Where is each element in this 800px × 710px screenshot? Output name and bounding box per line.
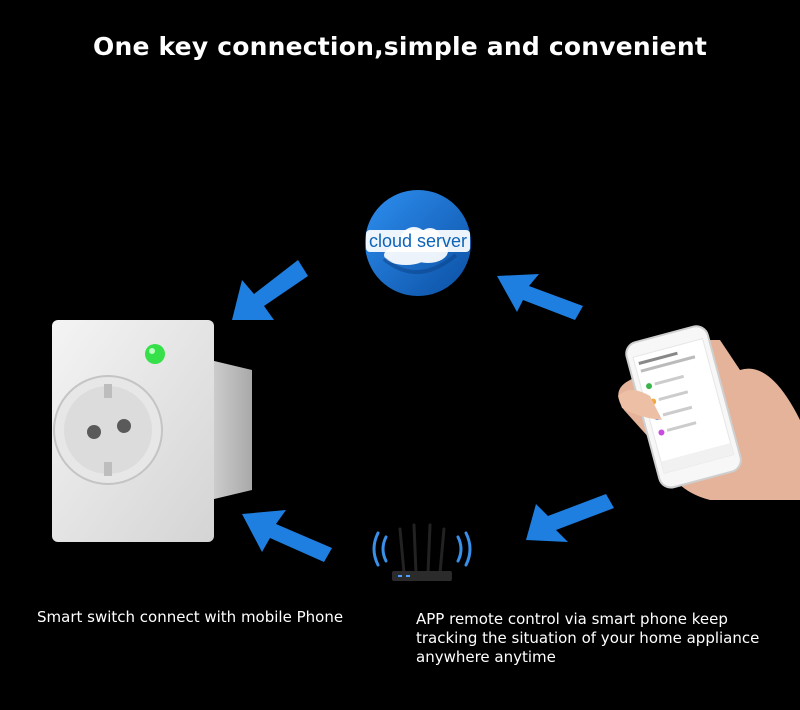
wifi-router-image [372,523,472,581]
cloud-server-label: cloud server [366,230,470,252]
smart-socket-image [52,320,252,542]
arrow-icon [242,510,332,562]
caption-left: Smart switch connect with mobile Phone [37,608,344,626]
caption-right-line: tracking the situation of your home appl… [416,629,760,647]
caption-right-line: APP remote control via smart phone keep [416,610,728,628]
indicator-light [145,344,165,364]
hand-holding-phone-image [618,325,800,500]
page-title: One key connection,simple and convenient [93,32,707,61]
caption-right: APP remote control via smart phone keep … [416,610,796,667]
arrow-icon [232,260,308,320]
caption-right-line: anywhere anytime [416,648,556,666]
arrow-icon [497,274,583,320]
arrow-icon [526,494,614,542]
